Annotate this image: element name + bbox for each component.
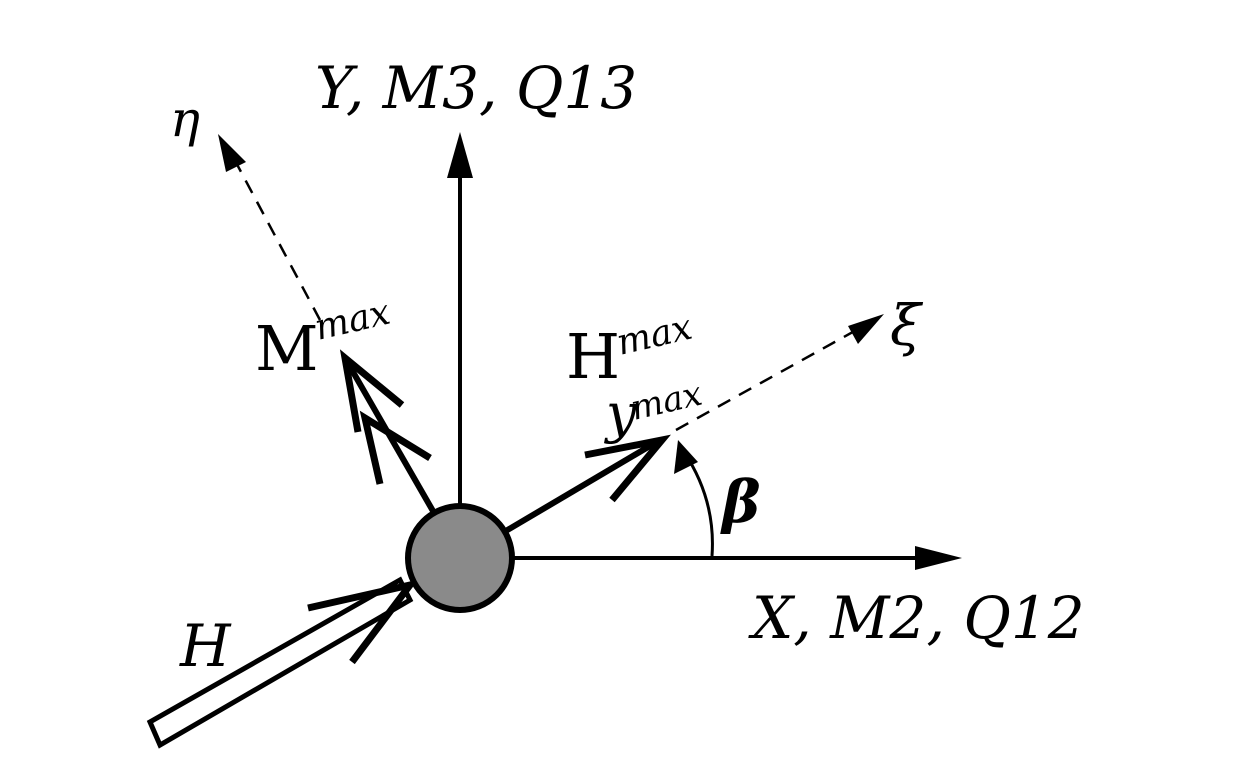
xi-axis-arrowhead [848, 314, 884, 344]
svg-text:max: max [613, 307, 696, 364]
eta-axis-arrowhead [218, 134, 246, 172]
y-axis [447, 132, 473, 558]
beta-arc-arrowhead [674, 440, 698, 474]
beta-label: β [720, 468, 761, 536]
x-axis-label: X, M2, Q12 [748, 584, 1085, 652]
svg-text:max: max [311, 292, 394, 349]
svg-text:y: y [604, 382, 638, 445]
y-axis-label: Y, M3, Q13 [315, 54, 637, 122]
beta-angle-arc [674, 440, 714, 557]
x-axis [460, 546, 962, 570]
h-input-label: H [179, 612, 232, 680]
svg-text:M: M [255, 312, 318, 385]
x-axis-arrowhead [915, 546, 962, 570]
svg-text:H: H [566, 320, 620, 393]
svg-text:max: max [627, 374, 706, 429]
eta-axis [218, 134, 322, 321]
eta-label: η [170, 90, 200, 148]
origin-node [405, 503, 515, 613]
m-max-label: M max [255, 292, 394, 385]
y-max-label: y max [604, 374, 706, 445]
y-axis-arrowhead [447, 132, 473, 178]
xi-label: ξ [890, 294, 924, 359]
xi-axis [675, 314, 884, 432]
h-input-vector [146, 576, 419, 749]
h-max-label: H max [566, 307, 696, 393]
